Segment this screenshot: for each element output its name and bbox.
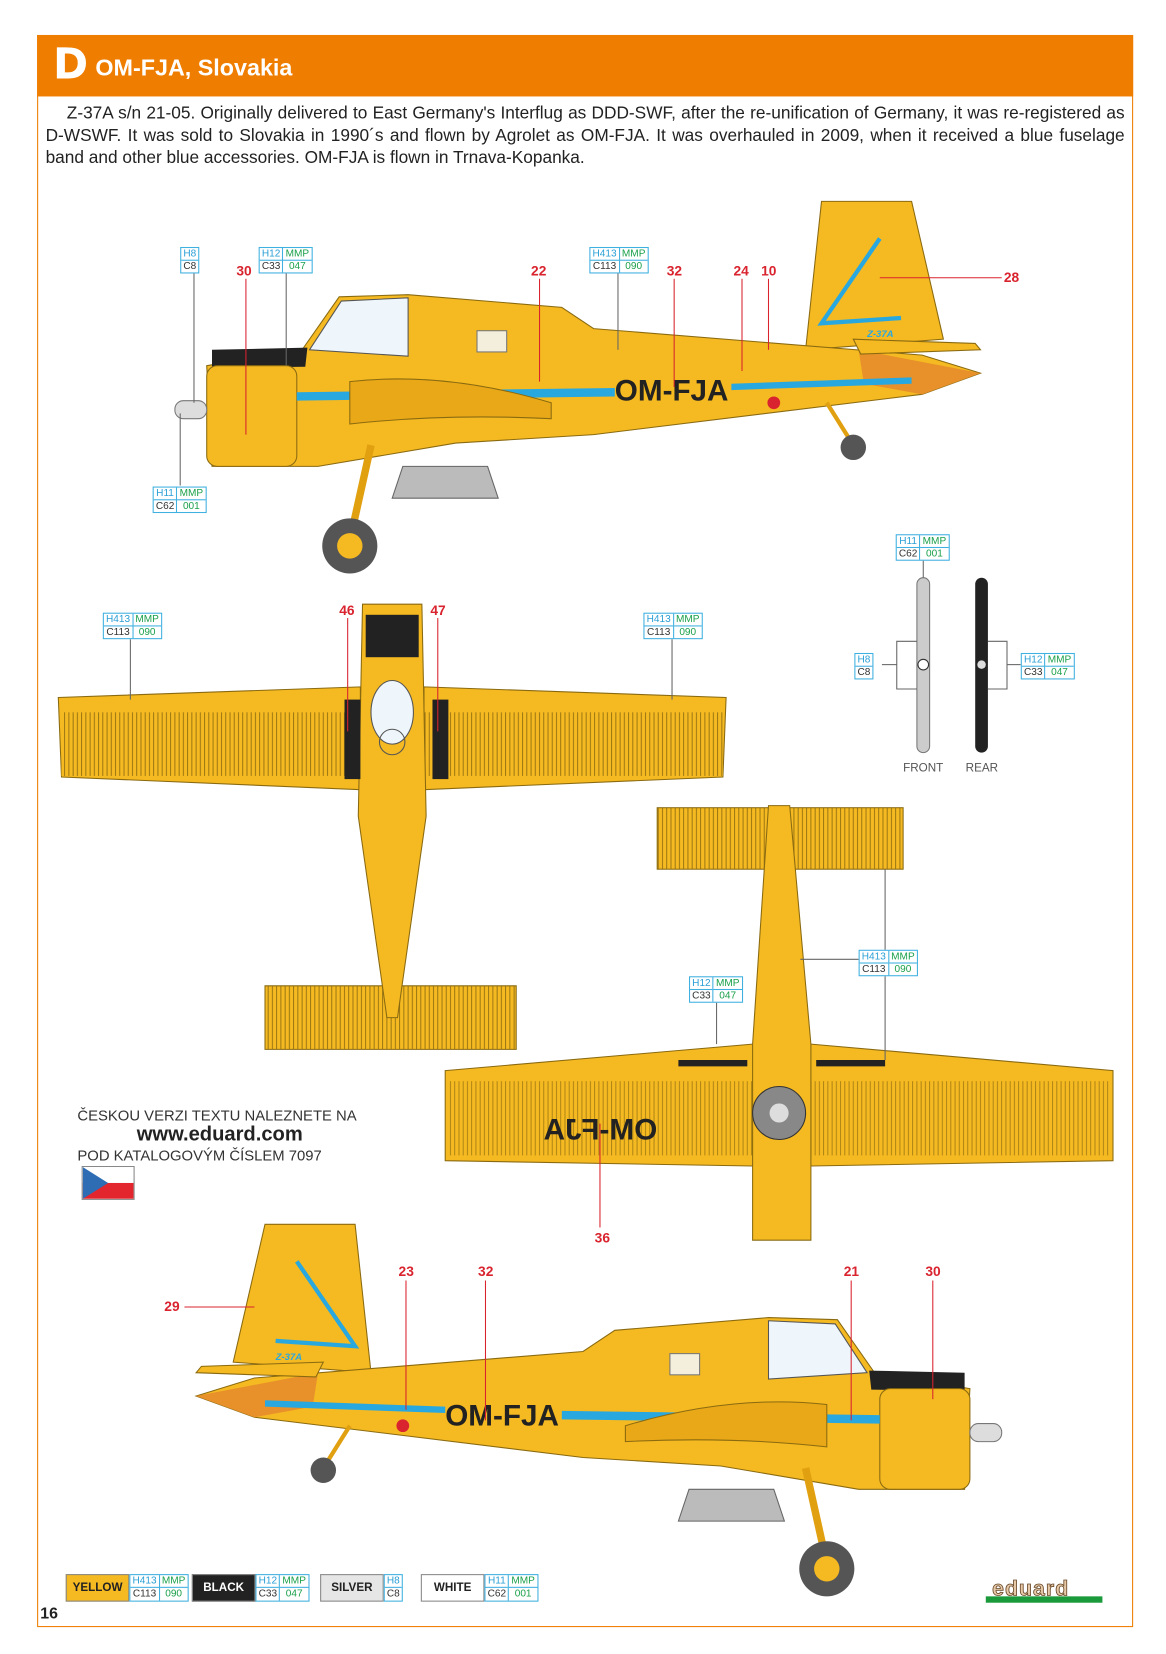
profile-letter: D (52, 40, 89, 90)
bottom-view: OM-FJA (444, 805, 1114, 1241)
page-number: 16 (40, 1604, 58, 1623)
decal-number: 30 (925, 1263, 941, 1280)
decal-number: 23 (398, 1263, 414, 1280)
decal-number: 29 (164, 1298, 180, 1315)
decal-number: 36 (594, 1229, 610, 1246)
registration-side-left: OM-FJA (615, 375, 729, 408)
decal-number: 32 (478, 1263, 494, 1280)
decal-number: 24 (733, 262, 749, 279)
leader-lines (129, 273, 1002, 1421)
swatch-white: WHITE (420, 1574, 485, 1602)
decal-number: 47 (430, 602, 446, 618)
swatch-silver: SILVER (320, 1574, 384, 1602)
czech-note: ČESKOU VERZI TEXTU NALEZNETE NA www.edua… (77, 1106, 356, 1165)
decal-number: 32 (666, 262, 683, 279)
decal-number: 10 (761, 262, 777, 279)
description-text: Z-37A s/n 21-05. Originally delivered to… (45, 103, 1125, 168)
decal-number: 46 (339, 602, 355, 618)
czech-note-line1: ČESKOU VERZI TEXTU NALEZNETE NA (77, 1106, 357, 1124)
decal-number: 22 (531, 262, 547, 279)
propellers (881, 559, 1021, 754)
profile-description: Z-37A s/n 21-05. Originally delivered to… (46, 103, 1125, 170)
propeller-rear-label: REAR (965, 762, 999, 775)
decal-number: 21 (843, 1263, 860, 1280)
czech-flag-icon (81, 1165, 135, 1200)
czech-note-line3: POD KATALOGOVÝM ČÍSLEM 7097 (77, 1146, 322, 1164)
profile-title: OM-FJA, Slovakia (95, 54, 293, 81)
top-view (57, 603, 727, 1050)
swatch-black: BLACK (191, 1574, 256, 1602)
swatch-yellow: YELLOW (65, 1574, 130, 1602)
eduard-url[interactable]: www.eduard.com (136, 1123, 303, 1146)
propeller-front-label: FRONT (903, 762, 944, 775)
profile-header: D OM-FJA, Slovakia (37, 34, 1134, 97)
decal-number: 30 (236, 262, 252, 279)
registration-side-right: OM-FJA (445, 1400, 559, 1433)
eduard-logo-text: eduard (992, 1577, 1070, 1601)
decal-number: 28 (1003, 269, 1020, 286)
fin-text-left: Z-37A (866, 329, 894, 340)
side-view-right (196, 1224, 1002, 1596)
eduard-logo: eduard (985, 1577, 1103, 1603)
fin-text-right: Z-37A (275, 1352, 303, 1363)
